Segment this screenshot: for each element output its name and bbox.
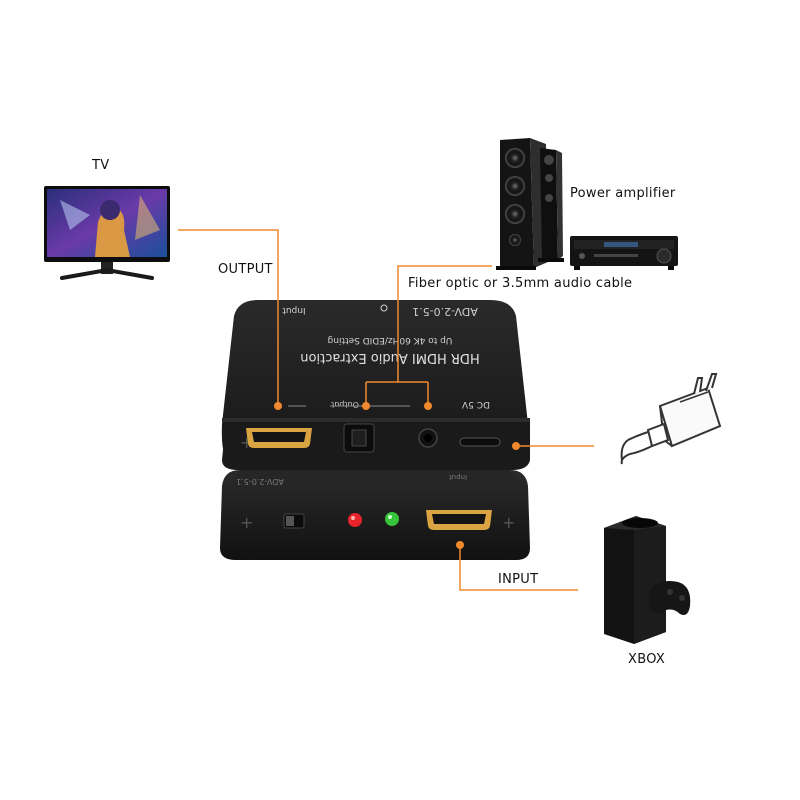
connector-lines [178,229,594,591]
xbox-image [604,516,691,644]
led-red [348,513,362,527]
bottom-model-text: ADV-2.0-5.1 [236,477,284,486]
top-input-text: Input [282,305,306,315]
svg-text:+: + [502,513,515,532]
output-label-text: Output [331,400,359,409]
top-title-text: HDR HDMI Audio Extraction [300,350,479,365]
svg-text:+: + [240,513,253,532]
audio-connector-line [397,265,492,382]
top-model-text: ADV-2.0-5.1 [412,305,478,318]
input-label: INPUT [498,572,539,587]
amplifier-image [570,236,678,270]
input-connector-line [459,545,578,591]
xbox-label: XBOX [628,652,666,667]
connector-dots [274,402,520,549]
bottom-input-text: Input [449,473,467,481]
power-amplifier-label: Power amplifier [570,186,676,201]
output-label: OUTPUT [218,262,273,277]
bottom-box-body [220,470,530,560]
top-subtitle-text: Up to 4K 60Hz/EDID Setting [328,335,453,345]
speaker-image [496,138,564,270]
tv-image [44,186,170,280]
led-green [385,512,399,526]
fiber-cable-label: Fiber optic or 3.5mm audio cable [408,276,633,291]
dc-label-text: DC 5V [461,399,490,409]
charger-image [620,373,722,465]
extractor-device: ADV-2.0-5.1 Input + + ADV-2.0-5.1 Input … [220,300,530,560]
tv-label: TV [92,158,110,173]
usb-c-port[interactable] [459,437,501,447]
output-connector-line [178,229,279,406]
